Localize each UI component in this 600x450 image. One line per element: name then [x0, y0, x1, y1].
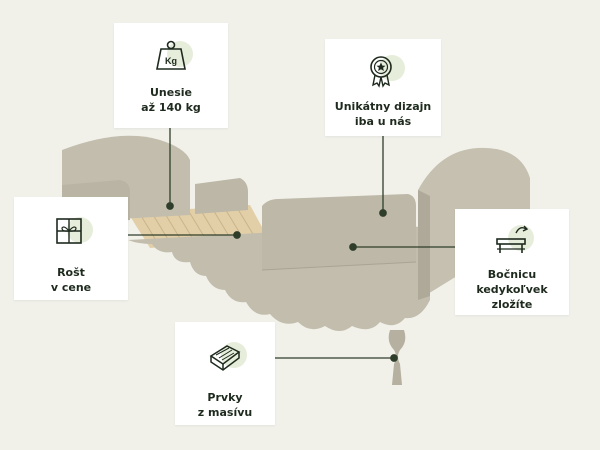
- weight-icon: Kg: [149, 37, 193, 77]
- wood-label: Prvky z masívu: [197, 391, 253, 419]
- removable-side-rail: [262, 194, 416, 270]
- remove-rail-icon: [490, 221, 534, 261]
- slats-label: Rošt v cene: [50, 266, 92, 294]
- wood-log-icon: [203, 338, 247, 378]
- kg-badge: Kg: [165, 56, 177, 66]
- leader-lines: [114, 128, 455, 362]
- callout-design: Unikátny dizajn iba u nás: [325, 39, 441, 136]
- weight-label: Unesie až 140 kg: [141, 86, 201, 114]
- inner-rail: [195, 178, 248, 214]
- callout-removable-rail: Bočnicu kedykoľvek zložíte: [455, 209, 569, 315]
- rail-label: Bočnicu kedykoľvek zložíte: [476, 268, 548, 311]
- callout-solid-wood: Prvky z masívu: [175, 322, 275, 425]
- callout-slats: Rošt v cene: [14, 197, 128, 300]
- design-label: Unikátny dizajn iba u nás: [334, 100, 432, 128]
- callout-weight: Kg Unesie až 140 kg: [114, 23, 228, 128]
- gift-box-icon: [49, 213, 93, 253]
- award-badge-icon: [361, 51, 405, 91]
